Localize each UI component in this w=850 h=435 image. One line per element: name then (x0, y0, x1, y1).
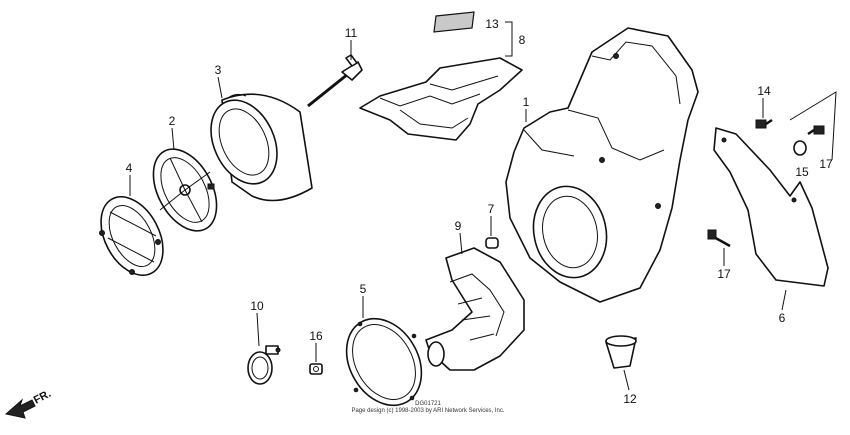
part-1-fan-shroud[interactable] (505, 27, 699, 303)
callout-12: 12 (623, 392, 637, 406)
leader-12 (623, 369, 630, 391)
part-2-element-holder[interactable] (141, 138, 230, 241)
leader-9 (459, 232, 463, 255)
leader-2 (171, 127, 175, 151)
callout-10: 10 (250, 299, 264, 313)
callout-14: 14 (757, 84, 771, 98)
callout-9: 9 (455, 219, 462, 233)
callout-8: 8 (519, 33, 526, 47)
part-10-hose-clamp[interactable] (247, 345, 281, 385)
arrow-icon (4, 398, 36, 419)
part-8-cover-plate[interactable] (359, 57, 523, 141)
leader-10 (256, 312, 260, 347)
diagram-code: DG01721 (415, 401, 441, 407)
part-17-bolt-upper[interactable] (807, 125, 825, 136)
callout-17-lower: 17 (717, 267, 731, 281)
part-16-nut[interactable] (309, 363, 323, 375)
callout-3: 3 (215, 63, 222, 77)
part-17-bolt-lower[interactable] (707, 229, 731, 248)
bracket-8 (505, 21, 513, 57)
copyright-credit: Page design (c) 1998-2003 by ARI Network… (351, 408, 504, 414)
callout-13: 13 (485, 17, 499, 31)
callout-15: 15 (795, 165, 809, 179)
part-4-clamp-ring[interactable] (88, 186, 175, 286)
callout-5: 5 (360, 282, 367, 296)
callout-6: 6 (779, 311, 786, 325)
callout-7: 7 (488, 202, 495, 216)
part-12-rubber-cap[interactable] (605, 335, 637, 369)
callout-1: 1 (523, 95, 530, 109)
part-3-air-cleaner-element[interactable] (198, 89, 313, 202)
direction-label: FR. (32, 388, 53, 407)
callout-17-upper: 17 (819, 157, 833, 171)
callout-11: 11 (345, 26, 358, 40)
part-6-side-guard[interactable] (713, 127, 829, 287)
part-15-collar[interactable] (793, 140, 807, 156)
part-7-grommet[interactable] (485, 237, 499, 249)
callout-4: 4 (126, 161, 133, 175)
part-9-intake-duct[interactable] (425, 247, 525, 371)
front-direction-indicator: FR. (4, 388, 53, 419)
leader-6 (781, 289, 787, 311)
part-13-seal-pad[interactable] (433, 11, 475, 33)
bracket-15-17 (789, 91, 837, 161)
part-14-bolt[interactable] (755, 118, 773, 129)
part-5-gasket-ring[interactable] (332, 305, 437, 419)
callout-16: 16 (309, 329, 323, 343)
part-11-wing-bolt[interactable] (307, 54, 363, 109)
leader-3 (217, 76, 223, 99)
callout-2: 2 (169, 114, 176, 128)
